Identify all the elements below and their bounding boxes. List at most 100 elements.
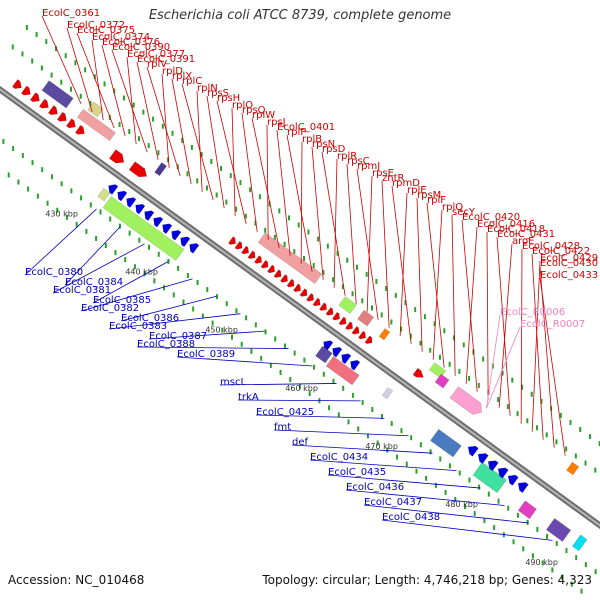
feature-block (434, 373, 450, 389)
tick-mark (419, 340, 422, 346)
gene-arrow-shape (38, 98, 49, 109)
tick-mark (551, 567, 554, 573)
tick-mark (414, 307, 417, 313)
blue-gene-label: EcolC_0385 (93, 295, 151, 306)
gene-arrow-shape (108, 149, 125, 164)
tick-mark (35, 32, 38, 38)
tick-mark (434, 482, 437, 488)
tick-mark (337, 412, 340, 418)
tick-mark (536, 425, 539, 431)
tick-mark (371, 406, 374, 412)
gene-arrow-shape (332, 346, 343, 358)
red-gene-leader (498, 243, 513, 408)
tick-mark (303, 256, 306, 262)
gene-arrow (180, 236, 191, 248)
red-gene-label: rplR (337, 151, 357, 162)
tick-mark (526, 519, 529, 525)
gene-arrow (487, 460, 499, 472)
tick-mark (186, 272, 189, 278)
tick-mark (390, 421, 393, 427)
position-label: 460 kbp (285, 384, 318, 393)
feature-block-shape (572, 534, 588, 552)
tick-mark (512, 539, 515, 545)
tick-mark (147, 143, 150, 149)
pink-gene-label: EcolC_R0007 (520, 319, 585, 330)
tick-mark (245, 315, 248, 321)
blue-gene-label: mscL (220, 377, 246, 388)
gene-arrow-shape (153, 216, 164, 228)
tick-mark (458, 470, 461, 476)
tick-mark (79, 93, 82, 99)
blue-gene-leader (345, 489, 505, 506)
feature-block-shape (357, 309, 375, 327)
tick-mark (269, 362, 272, 368)
tick-mark (235, 308, 238, 314)
blue-gene-leader (309, 459, 457, 472)
gene-arrow-shape (108, 184, 119, 195)
red-gene-label: EcolC_0416 (477, 219, 535, 230)
blue-gene-label: EcolC_0437 (364, 497, 422, 508)
red-gene-label: rpmJ (357, 161, 380, 172)
blue-gene-label: trkA (238, 392, 259, 403)
tick-mark (308, 391, 311, 397)
gene-arrow-shape (117, 190, 128, 202)
red-gene-label: rpsJ (267, 117, 286, 128)
red-gene-leader (66, 27, 93, 113)
tick-mark (260, 355, 263, 361)
tick-mark (531, 553, 534, 559)
tick-mark (177, 265, 180, 271)
tick-mark (376, 440, 379, 446)
tick-mark (464, 503, 467, 509)
red-gene-label: EcolC_0433 (540, 270, 598, 281)
tick-mark (163, 285, 166, 291)
tick-mark (181, 137, 184, 143)
tick-mark (477, 382, 480, 388)
gene-arrow-shape (299, 288, 308, 297)
red-gene-leader (366, 175, 373, 312)
tick-mark (206, 287, 209, 293)
gene-arrow-shape (332, 311, 340, 321)
tick-mark (313, 364, 316, 370)
tick-mark (114, 250, 117, 256)
red-gene-label: EcolC_0429 (540, 253, 598, 264)
gene-arrow (74, 124, 85, 135)
gene-arrow (507, 474, 519, 486)
gene-arrow-shape (241, 245, 249, 255)
tick-mark (545, 432, 548, 438)
feature-block-shape (517, 500, 537, 520)
red-gene-label: rpsM (417, 190, 441, 201)
red-gene-label: rplW (252, 110, 275, 121)
backbone-highlight (0, 88, 600, 527)
tick-mark (84, 67, 87, 73)
feature-block-shape (102, 195, 185, 261)
gene-arrow-shape (162, 223, 173, 235)
tick-mark (570, 581, 573, 587)
feature-block (154, 162, 167, 177)
feature-block-shape (378, 328, 391, 341)
tick-mark (511, 377, 514, 383)
red-gene-label: EcolC_0422 (532, 246, 590, 257)
blue-gene-leader (176, 356, 313, 367)
red-gene-label: rpsQ (242, 105, 266, 116)
tick-mark (520, 384, 523, 390)
tick-mark (176, 164, 179, 170)
blue-gene-leader (255, 414, 385, 419)
tick-mark (588, 434, 591, 440)
genome-backbone (0, 85, 600, 530)
gene-arrow-shape (280, 274, 288, 283)
tick-mark (506, 404, 509, 410)
tick-mark (546, 533, 549, 539)
gene-arrow (358, 330, 366, 340)
tick-mark (565, 446, 568, 452)
red-gene-label: rplB (302, 134, 322, 145)
red-gene-leader (356, 168, 379, 320)
tick-mark (143, 271, 146, 277)
tick-mark (196, 178, 199, 184)
tick-mark (594, 467, 597, 473)
red-gene-leader (126, 56, 137, 145)
gene-arrow (128, 161, 148, 178)
red-gene-leader (333, 158, 338, 288)
tick-mark (478, 484, 481, 490)
tick-mark (60, 79, 63, 85)
